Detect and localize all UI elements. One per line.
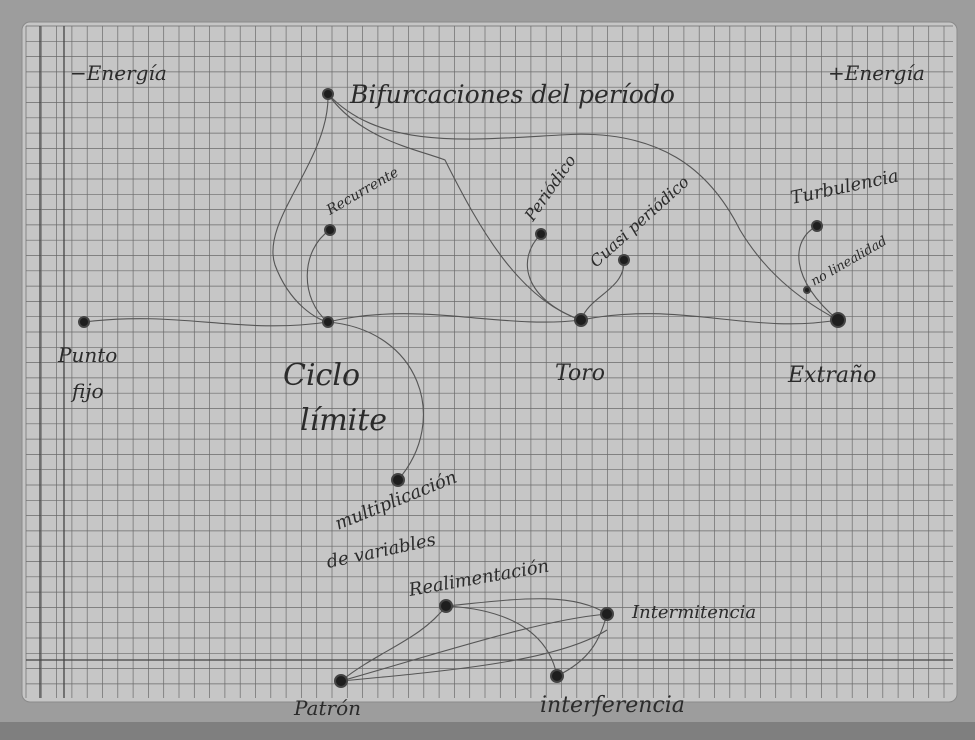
edge-cuasi-toro <box>580 259 625 321</box>
patron-label: Patrón <box>293 696 361 720</box>
node-periodico-dot <box>535 228 547 240</box>
plus-energy-label: +Energía <box>828 61 925 85</box>
edge-turbulencia-extrano <box>798 225 839 321</box>
node-interferencia-dot <box>550 669 564 683</box>
paper-background <box>21 21 958 703</box>
node-intermitencia-dot <box>600 607 614 621</box>
punto-fijo-label-1: Punto <box>57 343 117 367</box>
node-extrano-dot <box>830 312 846 328</box>
intermitencia-label: Intermitencia <box>631 602 756 623</box>
bifurcaciones-label: Bifurcaciones del período <box>349 80 675 109</box>
edge-toro-extrano <box>580 313 839 325</box>
edge-realimentacion-intermitencia <box>445 598 608 615</box>
edge-interferencia-intermitencia <box>556 613 608 677</box>
node-turbulencia-dot <box>811 220 823 232</box>
edge-patron-intermitencia-2 <box>340 629 608 682</box>
edge-bifurcacion-extrano <box>327 93 839 321</box>
node-cuasi-dot <box>618 254 630 266</box>
edge-punto-fijo-ciclo <box>83 318 329 327</box>
extrano-label: Extraño <box>787 363 876 388</box>
node-toro-dot <box>574 313 588 327</box>
edge-recurrente-ciclo <box>306 229 331 323</box>
edge-periodico-toro <box>526 233 582 321</box>
ciclo-label-1: Ciclo <box>283 358 360 393</box>
node-bifurcaciones-dot <box>322 88 334 100</box>
ciclo-label-2: límite <box>300 403 387 438</box>
graph-paper-grid <box>25 25 953 698</box>
edge-ciclo-toro <box>327 313 582 323</box>
minus-energy-label: −Energía <box>70 61 167 85</box>
node-dots <box>78 88 846 688</box>
node-no-linealidad-dot <box>803 286 811 294</box>
punto-fijo-label-2: fijo <box>70 379 104 403</box>
node-realimentacion-dot <box>439 599 453 613</box>
node-ciclo-dot <box>322 316 334 328</box>
interferencia-label: interferencia <box>540 693 685 718</box>
connection-lines <box>83 93 839 682</box>
edge-ciclo-multiplicacion <box>327 321 424 481</box>
node-multiplicacion-dot <box>391 473 405 487</box>
node-punto-fijo-dot <box>78 316 90 328</box>
edge-patron-intermitencia <box>340 613 608 682</box>
toro-label: Toro <box>555 361 605 386</box>
torn-bottom-edge <box>0 722 975 740</box>
edge-realimentacion-patron <box>340 605 447 682</box>
node-recurrente-dot <box>324 224 336 236</box>
edge-bifurcacion-toro <box>327 93 582 321</box>
node-patron-dot <box>334 674 348 688</box>
edge-bifurcacion-ciclo <box>272 93 329 323</box>
